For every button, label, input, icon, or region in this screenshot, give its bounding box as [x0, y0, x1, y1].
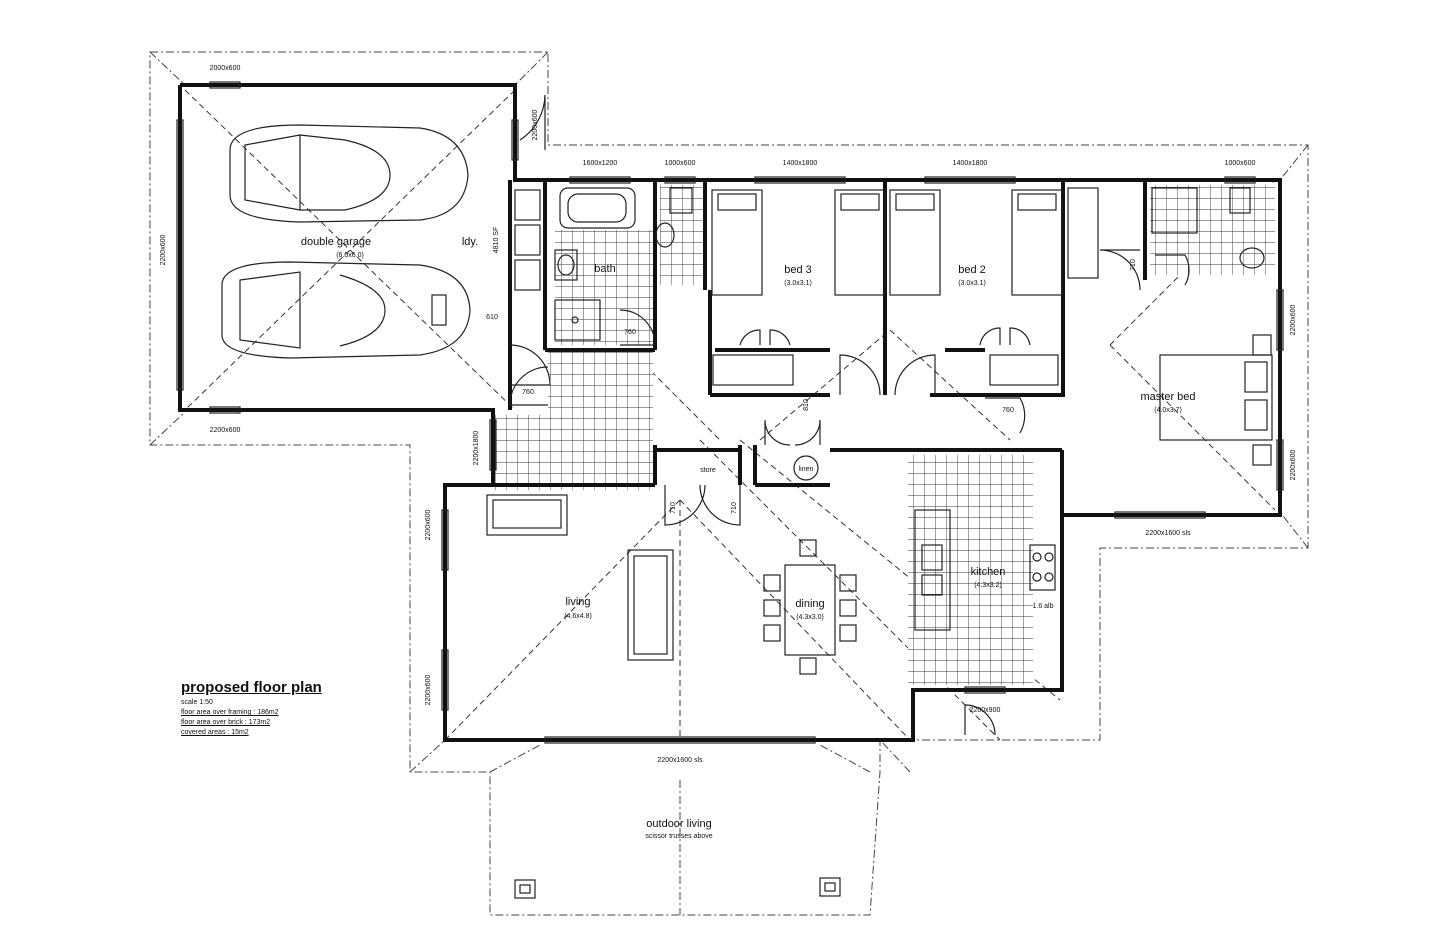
outdoor-label: outdoor living — [646, 818, 711, 830]
svg-text:4810 SF: 4810 SF — [493, 227, 500, 253]
svg-text:1.6 alb: 1.6 alb — [1032, 603, 1053, 610]
svg-text:2200x1600 sls: 2200x1600 sls — [657, 757, 703, 764]
svg-text:2200x900: 2200x900 — [970, 707, 1001, 714]
ensuite-basin — [1239, 247, 1265, 269]
room-labels: double garage (6.0x6.0) ldy. bath bed 3 … — [301, 236, 1196, 840]
ensuite-shower — [1151, 187, 1198, 234]
svg-text:710: 710 — [731, 502, 738, 514]
linen-circle — [793, 455, 819, 481]
svg-text:760: 760 — [522, 389, 534, 396]
outdoor-note: scissor trusses above — [645, 833, 712, 840]
plan-note-scale: scale 1:50 — [181, 699, 213, 706]
svg-text:610: 610 — [486, 314, 498, 321]
svg-text:710: 710 — [670, 502, 677, 514]
bed2-size: (3.0x3.1) — [958, 280, 986, 287]
tiled-floors — [493, 185, 1275, 685]
car-top — [229, 124, 469, 223]
bed3-bed-left — [711, 189, 763, 296]
svg-text:760: 760 — [624, 329, 636, 336]
dining-size: (4.3x3.0) — [796, 614, 824, 621]
roof-hips — [184, 89, 1276, 741]
post-left — [514, 879, 536, 899]
svg-text:1000x600: 1000x600 — [1225, 160, 1256, 167]
living-label: living — [565, 596, 590, 608]
garage-size: (6.0x6.0) — [336, 252, 364, 259]
plan-title: proposed floor plan — [181, 679, 322, 696]
doors — [509, 94, 1190, 736]
master-label: master bed — [1140, 391, 1195, 403]
svg-text:2200x600: 2200x600 — [425, 510, 432, 541]
kitchen-size: (4.3x3.2) — [974, 582, 1002, 589]
cooktop — [1029, 544, 1056, 591]
cars — [221, 124, 471, 359]
windows — [176, 81, 1284, 744]
master-size: (4.0x3.7) — [1154, 407, 1182, 414]
fixtures — [486, 187, 1273, 899]
svg-text:1400x1800: 1400x1800 — [953, 160, 988, 167]
bath-label: bath — [594, 263, 615, 275]
post-right — [819, 877, 841, 897]
svg-text:2200x600: 2200x600 — [1290, 450, 1297, 481]
svg-text:2200x1600 sls: 2200x1600 sls — [1145, 530, 1191, 537]
bed3-size: (3.0x3.1) — [784, 280, 812, 287]
toilet-cistern — [669, 187, 693, 214]
bed2-bed-right — [1011, 189, 1063, 296]
bath-vanity — [554, 249, 578, 281]
shower — [554, 299, 601, 341]
bed3-label: bed 3 — [784, 264, 812, 276]
living-size: (4.6x4.8) — [564, 613, 592, 620]
plan-note-covered: covered areas : 15m2 — [181, 729, 249, 736]
svg-text:810: 810 — [803, 399, 810, 411]
bed2-label: bed 2 — [958, 264, 986, 276]
wardrobe-bed3 — [712, 354, 794, 386]
kitchen-label: kitchen — [971, 566, 1006, 578]
svg-text:2200x600: 2200x600 — [532, 110, 539, 141]
laundry-tub — [514, 189, 541, 221]
svg-text:2200x600: 2200x600 — [210, 427, 241, 434]
plan-note-framing: floor area over framing : 186m2 — [181, 709, 279, 716]
wardrobe-master — [1067, 187, 1099, 279]
svg-text:2200x600: 2200x600 — [1290, 305, 1297, 336]
svg-text:2200x1800: 2200x1800 — [473, 431, 480, 466]
roof-outline — [149, 51, 1309, 916]
bed2-bed-left — [889, 189, 941, 296]
bathtub — [559, 187, 636, 229]
svg-text:1000x600: 1000x600 — [665, 160, 696, 167]
dining-label: dining — [795, 598, 824, 610]
ensuite-toilet — [1229, 187, 1251, 214]
plan-note-brick: floor area over brick : 173m2 — [181, 719, 271, 726]
toilet — [655, 222, 675, 248]
svg-text:710: 710 — [1130, 259, 1137, 271]
svg-text:store: store — [700, 467, 716, 474]
dimension-labels: 2000x600 2200x600 2200x600 2200x600 1600… — [160, 65, 1297, 764]
exterior-walls — [178, 83, 1282, 742]
svg-text:2000x600: 2000x600 — [210, 65, 241, 72]
svg-text:2200x600: 2200x600 — [160, 235, 167, 266]
master-bed — [1159, 354, 1273, 441]
sofa — [486, 494, 568, 536]
wardrobe-bed2 — [989, 354, 1059, 386]
bed3-bed-right — [834, 189, 886, 296]
linen-label: linen — [799, 466, 814, 473]
laundry-label: ldy. — [462, 236, 478, 248]
kitchen-island — [914, 509, 951, 631]
svg-text:1600x1200: 1600x1200 — [583, 160, 618, 167]
sofa-long — [627, 549, 674, 661]
car-bottom — [221, 261, 471, 359]
dining-table — [784, 564, 836, 656]
garage-label: double garage — [301, 236, 371, 248]
svg-text:1400x1800: 1400x1800 — [783, 160, 818, 167]
svg-text:2200x600: 2200x600 — [425, 675, 432, 706]
svg-text:760: 760 — [1002, 407, 1014, 414]
